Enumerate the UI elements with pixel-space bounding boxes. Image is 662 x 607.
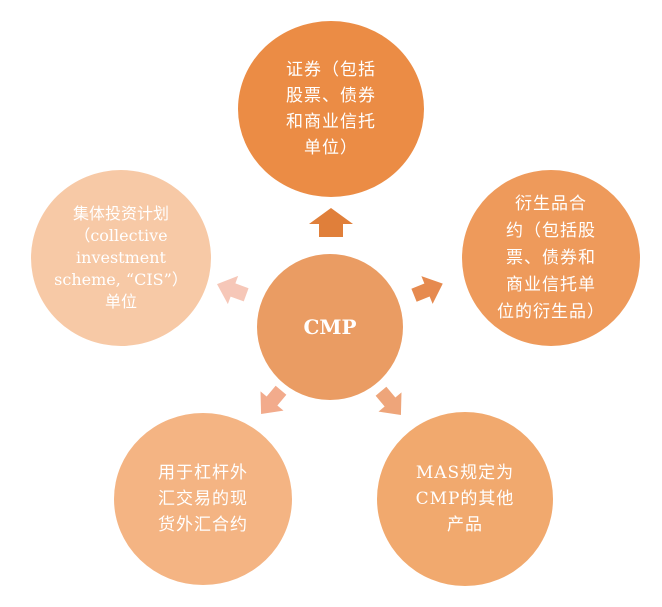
- node-mas-other-products: MAS规定为 CMP的其他 产品: [377, 412, 553, 586]
- node-spot-fx-contracts: 用于杠杆外 汇交易的现 货外汇合约: [114, 413, 292, 585]
- node-spot-fx-contracts-label: 用于杠杆外 汇交易的现 货外汇合约: [158, 463, 248, 535]
- arrow-to-bottom-left: [260, 385, 287, 415]
- arrow-to-left: [217, 275, 249, 305]
- node-securities-label: 证券（包括 股票、债券 和商业信托 单位）: [286, 60, 376, 158]
- arrow-to-top: [309, 208, 353, 237]
- node-cis-units: 集体投资计划 （collective investment scheme, “C…: [31, 170, 211, 346]
- node-cmp-center: CMP: [257, 254, 403, 400]
- node-securities: 证券（包括 股票、债券 和商业信托 单位）: [238, 21, 424, 197]
- node-derivatives-label: 衍生品合 约（包括股 票、债券和 商业信托单 位的衍生品）: [497, 193, 605, 322]
- arrow-to-bottom-right: [375, 386, 402, 416]
- node-derivatives: 衍生品合 约（包括股 票、债券和 商业信托单 位的衍生品）: [462, 170, 640, 346]
- node-cis-units-label: 集体投资计划 （collective investment scheme, “C…: [54, 204, 188, 311]
- node-mas-other-products-label: MAS规定为 CMP的其他 产品: [415, 463, 515, 535]
- node-cmp-center-label: CMP: [303, 315, 357, 339]
- arrow-to-right: [411, 276, 443, 304]
